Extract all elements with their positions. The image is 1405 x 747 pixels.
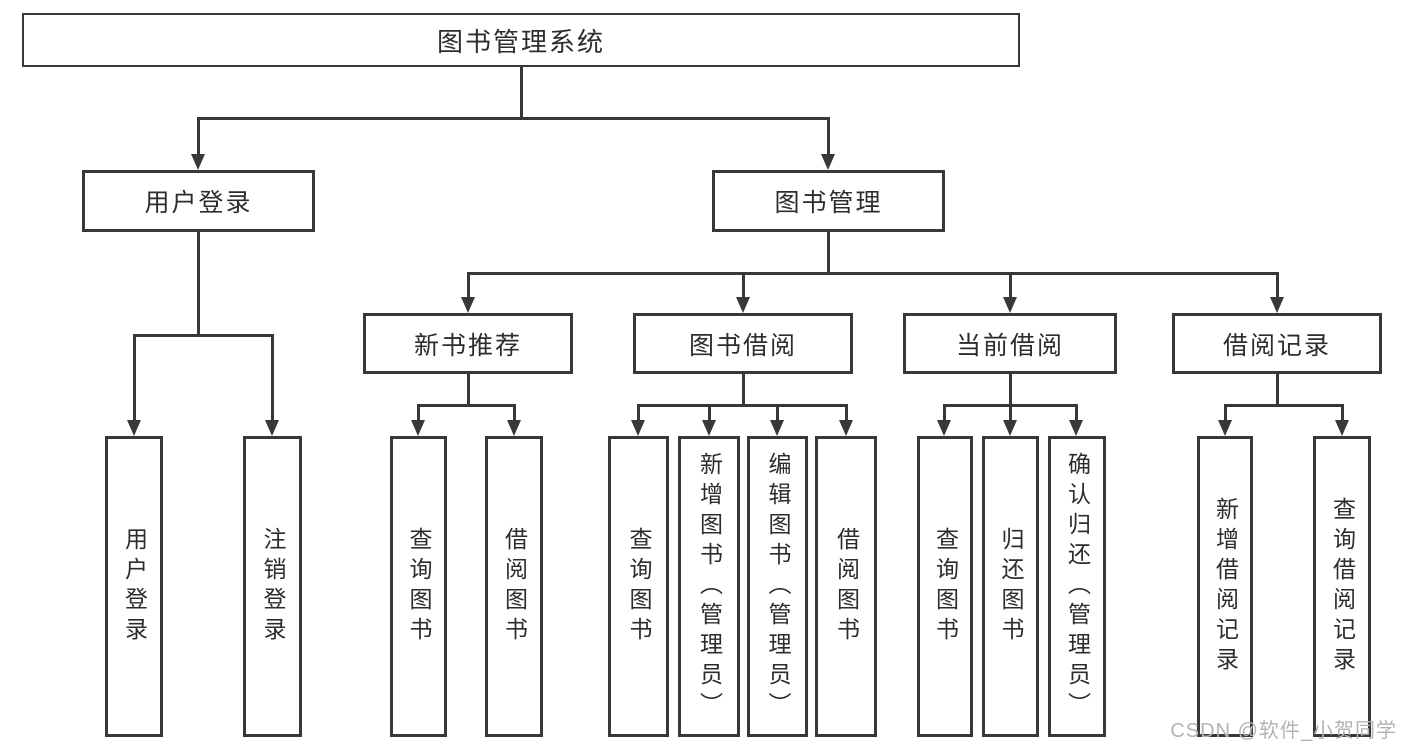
connector-line xyxy=(1224,404,1227,424)
connector-line xyxy=(133,334,136,424)
node-label: 图书管理 xyxy=(774,189,883,217)
node-library-system: 图书管理系统 xyxy=(22,13,1020,67)
leaf-query-book-recommend: 查询图书 xyxy=(390,436,447,737)
node-label: 注销登录 xyxy=(260,526,286,647)
arrow-down-icon xyxy=(839,420,853,436)
connector-line xyxy=(1075,404,1078,424)
arrow-down-icon xyxy=(1069,420,1083,436)
node-label: 当前借阅 xyxy=(955,331,1064,360)
node-label: 查询图书 xyxy=(626,526,652,647)
node-label: 查询图书 xyxy=(932,526,959,647)
arrow-down-icon xyxy=(702,420,716,436)
connector-line xyxy=(417,404,420,424)
arrow-down-icon xyxy=(736,297,750,313)
node-label: 确认归还（管理员） xyxy=(1064,451,1091,722)
node-new-book-recommend: 新书推荐 xyxy=(363,313,573,374)
arrow-down-icon xyxy=(1218,420,1232,436)
connector-line xyxy=(467,374,470,406)
connector-line xyxy=(513,404,516,424)
connector-line xyxy=(198,117,830,120)
connector-line xyxy=(1276,374,1279,406)
arrow-down-icon xyxy=(1335,420,1349,436)
arrow-down-icon xyxy=(1003,420,1017,436)
leaf-return-book: 归还图书 xyxy=(982,436,1039,737)
connector-line xyxy=(271,334,274,424)
leaf-query-book-borrow: 查询图书 xyxy=(608,436,669,737)
leaf-borrow-book: 借阅图书 xyxy=(815,436,877,737)
connector-line xyxy=(1341,404,1344,424)
node-user-login: 用户登录 xyxy=(82,170,315,232)
connector-line xyxy=(708,404,711,424)
node-label: 新书推荐 xyxy=(413,331,522,360)
node-label: 用户登录 xyxy=(121,526,148,647)
node-label: 借阅图书 xyxy=(501,526,528,647)
leaf-add-borrow-record: 新增借阅记录 xyxy=(1197,436,1253,737)
connector-line xyxy=(197,232,200,336)
arrow-down-icon xyxy=(821,154,835,170)
connector-line xyxy=(467,272,470,300)
connector-line xyxy=(827,232,830,274)
arrow-down-icon xyxy=(507,420,521,436)
leaf-query-book-current: 查询图书 xyxy=(917,436,973,737)
leaf-add-book-admin: 新增图书（管理员） xyxy=(678,436,740,737)
arrow-down-icon xyxy=(937,420,951,436)
connector-line xyxy=(1009,404,1012,424)
connector-line xyxy=(638,404,847,407)
node-label: 查询借阅记录 xyxy=(1329,496,1356,677)
node-label: 借阅图书 xyxy=(833,526,860,647)
node-label: 借阅记录 xyxy=(1222,331,1331,360)
connector-line xyxy=(943,404,946,424)
connector-line xyxy=(1009,272,1012,300)
leaf-edit-book-admin: 编辑图书（管理员） xyxy=(747,436,808,737)
connector-line xyxy=(742,272,745,300)
connector-line xyxy=(1276,272,1279,300)
leaf-user-login: 用户登录 xyxy=(105,436,163,737)
connector-line xyxy=(1009,374,1012,406)
node-label: 图书借阅 xyxy=(688,331,797,360)
arrow-down-icon xyxy=(1270,297,1284,313)
node-book-borrow: 图书借阅 xyxy=(633,313,853,374)
node-current-borrow: 当前借阅 xyxy=(903,313,1117,374)
node-label: 图书管理系统 xyxy=(436,26,605,57)
node-label: 归还图书 xyxy=(998,526,1024,647)
node-book-management: 图书管理 xyxy=(712,170,945,232)
node-label: 新增图书（管理员） xyxy=(696,451,723,722)
connector-line xyxy=(827,117,830,157)
node-label: 新增借阅记录 xyxy=(1212,496,1239,677)
connector-line xyxy=(637,404,640,424)
arrow-down-icon xyxy=(461,297,475,313)
leaf-confirm-return-admin: 确认归还（管理员） xyxy=(1048,436,1106,737)
connector-line xyxy=(520,67,523,119)
connector-line xyxy=(776,404,779,424)
connector-line xyxy=(845,404,848,424)
connector-line xyxy=(197,117,200,157)
leaf-query-borrow-record: 查询借阅记录 xyxy=(1313,436,1371,737)
arrow-down-icon xyxy=(631,420,645,436)
connector-line xyxy=(468,272,1278,275)
arrow-down-icon xyxy=(411,420,425,436)
node-label: 查询图书 xyxy=(406,526,432,647)
node-borrow-record: 借阅记录 xyxy=(1172,313,1382,374)
connector-line xyxy=(742,374,745,406)
arrow-down-icon xyxy=(191,154,205,170)
node-label: 编辑图书（管理员） xyxy=(765,451,791,722)
node-label: 用户登录 xyxy=(144,189,253,217)
arrow-down-icon xyxy=(770,420,784,436)
arrow-down-icon xyxy=(127,420,141,436)
connector-line xyxy=(1225,404,1343,407)
leaf-borrow-book-recommend: 借阅图书 xyxy=(485,436,543,737)
arrow-down-icon xyxy=(1003,297,1017,313)
leaf-logout: 注销登录 xyxy=(243,436,302,737)
connector-line xyxy=(418,404,516,407)
arrow-down-icon xyxy=(265,420,279,436)
connector-line xyxy=(134,334,273,337)
